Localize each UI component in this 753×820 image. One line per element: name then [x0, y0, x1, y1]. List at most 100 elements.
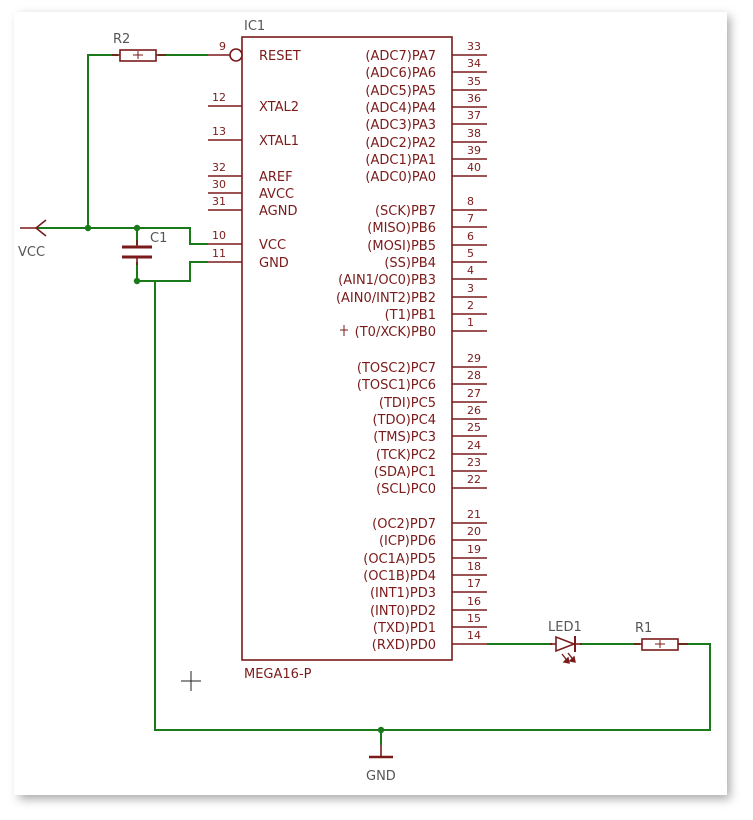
pin-number: 1: [467, 316, 474, 329]
led1[interactable]: LED1: [548, 620, 582, 664]
ic1-pin--adc2-pa2[interactable]: 38(ADC2)PA2: [365, 127, 487, 151]
ic1-pin--adc5-pa5[interactable]: 35 (ADC5)PA5: [365, 75, 487, 99]
pin-name: (TXD)PD1: [373, 621, 436, 636]
vcc-supply[interactable]: [20, 219, 47, 237]
pin-number: 12: [212, 91, 226, 104]
pin-number: 29: [467, 352, 481, 365]
ic1-pin--tosc1-pc6[interactable]: 28(TOSC1)PC6: [357, 369, 487, 393]
pin-name: (ADC4)PA4: [365, 101, 436, 116]
pin-name: (INT1)PD3: [370, 586, 436, 601]
ic1-pin--ain0-int2-pb2[interactable]: 3(AIN0/INT2)PB2: [336, 282, 487, 306]
r1-label: R1: [635, 621, 652, 636]
ic1-pin--tms-pc3[interactable]: 25(TMS)PC3: [373, 421, 487, 445]
vcc-arrow-icon: [34, 219, 47, 237]
pin-name: (AIN1/OC0)PB3: [338, 273, 436, 288]
pin-number: 30: [212, 178, 226, 191]
pin-name: (MOSI)PB5: [367, 239, 436, 254]
ic1-pin--tdi-pc5[interactable]: 27 (TDI)PC5: [379, 387, 487, 411]
ic1-pin--sck-pb7[interactable]: 8(SCK)PB7: [375, 195, 487, 219]
gnd-supply[interactable]: GND: [366, 745, 396, 784]
pin-number: 20: [467, 525, 481, 538]
pin-number: 21: [467, 508, 481, 521]
pin-name: (ICP)PD6: [379, 534, 436, 549]
ic1-pin--adc0-pa0[interactable]: 40(ADC0)PA0: [365, 161, 487, 185]
wires: [36, 54, 711, 745]
pin-name: (ADC0)PA0: [365, 170, 436, 185]
r2[interactable]: R2: [112, 32, 166, 62]
pin-number: 35: [467, 75, 481, 88]
ic1-pin--icp-pd6[interactable]: 20 (ICP)PD6: [379, 525, 487, 549]
wire-gnd-pin11[interactable]: [137, 261, 208, 282]
ic1-pin--oc1b-pd4[interactable]: 18(OC1B)PD4: [363, 560, 487, 584]
pin-number: 27: [467, 387, 481, 400]
pin-number: 28: [467, 369, 481, 382]
wire-gnd-return[interactable]: [154, 281, 711, 731]
gnd-label: GND: [366, 769, 396, 784]
pin-name: (TDI)PC5: [379, 396, 436, 411]
pin-name: (OC1B)PD4: [363, 569, 436, 584]
pin-number: 2: [467, 299, 474, 312]
ic1-pin--t0-xck-pb0[interactable]: 1(T0/XCK)PB0: [355, 316, 487, 340]
junction-gnd: [377, 726, 385, 734]
pin-number: 31: [212, 195, 226, 208]
ic1-pin--adc4-pa4[interactable]: 36(ADC4)PA4: [365, 92, 487, 116]
ic1-pin--scl-pc0[interactable]: 22(SCL)PC0: [376, 473, 487, 497]
pin-name: (OC1A)PD5: [363, 552, 436, 567]
ic1-pin--oc2-pd7[interactable]: 21 (OC2)PD7: [372, 508, 487, 532]
r1[interactable]: R1: [634, 621, 688, 651]
pin-number: 33: [467, 40, 481, 53]
c1[interactable]: C1: [122, 231, 167, 265]
pin-number: 6: [467, 230, 474, 243]
ic1-pin--t1-pb1[interactable]: 2(T1)PB1: [385, 299, 487, 323]
ic1-body: [241, 36, 453, 661]
ic1-pin--adc1-pa1[interactable]: 39(ADC1)PA1: [365, 144, 487, 168]
ic1-pin--tosc2-pc7[interactable]: 29(TOSC2)PC7: [357, 352, 487, 376]
origin-cross-icon: [181, 671, 201, 691]
ic1-pin--adc3-pa3[interactable]: 37(ADC3)PA3: [365, 109, 487, 133]
pin-number: 24: [467, 439, 481, 452]
pin-number: 19: [467, 543, 481, 556]
pin-name: (AIN0/INT2)PB2: [336, 291, 436, 306]
ic1[interactable]: IC1 MEGA16-P: [241, 19, 453, 682]
pin-name: (ADC2)PA2: [365, 136, 436, 151]
ic1-pin--ain1-oc0-pb3[interactable]: 4(AIN1/OC0)PB3: [338, 264, 487, 288]
ic1-pin--tck-pc2[interactable]: 24(TCK)PC2: [376, 439, 487, 463]
ic1-pin--sda-pc1[interactable]: 23(SDA)PC1: [374, 456, 487, 480]
ic1-pin--ss-pb4[interactable]: 5(SS)PB4: [384, 247, 487, 271]
ic1-pin--oc1a-pd5[interactable]: 19 (OC1A)PD5: [363, 543, 487, 567]
pin-number: 16: [467, 595, 481, 608]
pin-name: (OC2)PD7: [372, 517, 436, 532]
junctions: [84, 224, 385, 734]
schematic-sheet: [14, 12, 727, 795]
ic1-pin--miso-pb6[interactable]: 7(MISO)PB6: [367, 212, 487, 236]
pin-name: XTAL1: [259, 134, 299, 149]
led1-light-arrows-icon: [561, 652, 576, 664]
pin-name: XTAL2: [259, 100, 299, 115]
ic1-pin--rxd-pd0[interactable]: 14(RXD)PD0: [372, 629, 487, 653]
pin-number: 8: [467, 195, 474, 208]
ic1-pin--int1-pd3[interactable]: 17(INT1)PD3: [370, 577, 487, 601]
pin-name: (TMS)PC3: [373, 430, 436, 445]
ic1-pin--adc6-pa6[interactable]: 34(ADC6)PA6: [365, 57, 487, 81]
pin-name: (ADC5)PA5: [365, 84, 436, 99]
pin-name: AGND: [259, 204, 297, 219]
ic1-pin--txd-pd1[interactable]: 15(TXD)PD1: [373, 612, 487, 636]
pin-name: (MISO)PB6: [367, 221, 436, 236]
ic1-pin--adc7-pa7[interactable]: 33 (ADC7)PA7: [365, 40, 487, 64]
wire-vcc-r2[interactable]: [87, 54, 118, 228]
pin-name: (ADC7)PA7: [365, 49, 436, 64]
ic1-pin--mosi-pb5[interactable]: 6 (MOSI)PB5: [367, 230, 487, 254]
wire-vcc-pin10[interactable]: [36, 227, 208, 245]
ic1-pin--tdo-pc4[interactable]: 26(TDO)PC4: [372, 404, 487, 428]
ic1-pin--int0-pd2[interactable]: 16(INT0)PD2: [370, 595, 487, 619]
